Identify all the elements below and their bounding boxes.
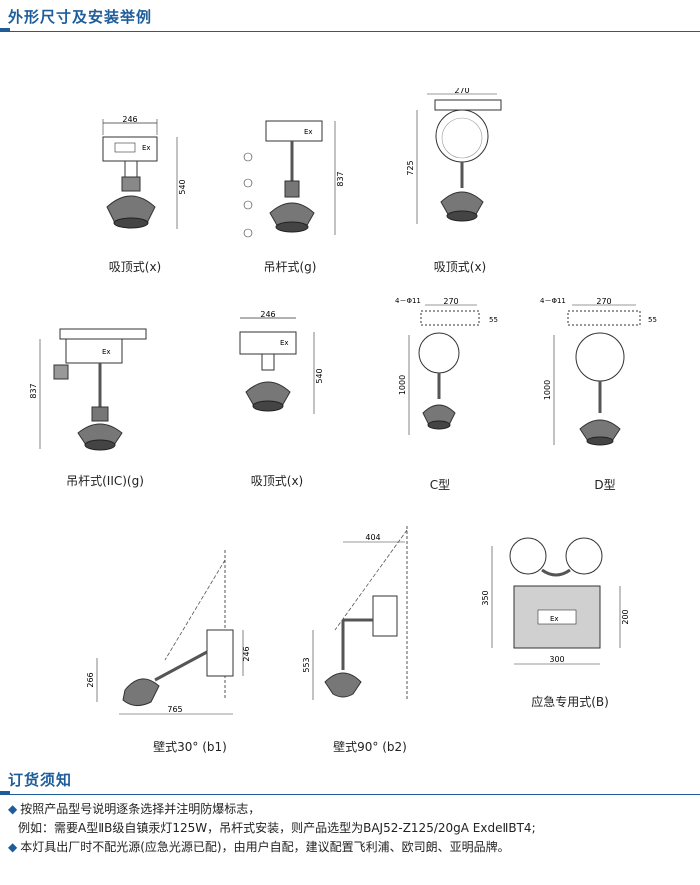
bullet-icon: ◆ bbox=[8, 802, 18, 816]
dim-height: 837 bbox=[336, 171, 345, 186]
dim-top: 55 bbox=[489, 316, 498, 324]
dim-height: 1000 bbox=[398, 375, 407, 395]
order-notes: ◆按照产品型号说明逐条选择并注明防爆标志， 例如：需要A型ⅡB级自镇汞灯125W… bbox=[8, 800, 698, 857]
ex-label: Ex bbox=[304, 128, 313, 136]
figure-emergency: Ex 350 200 300 bbox=[480, 530, 640, 680]
section-accent bbox=[0, 791, 10, 795]
dim-b: 266 bbox=[86, 672, 95, 687]
figure-caption: 吸顶式(x) bbox=[433, 260, 487, 274]
figure-caption: C型 bbox=[429, 478, 451, 492]
section-header-dimensions: 外形尺寸及安装举例 bbox=[0, 0, 700, 32]
dim-width: 246 bbox=[260, 310, 275, 319]
bullet-icon: ◆ bbox=[8, 840, 18, 854]
dim-hole: 4－Φ11 bbox=[395, 297, 421, 305]
dim-height: 837 bbox=[30, 383, 38, 398]
lamp-drawing: Ex 837 bbox=[30, 328, 147, 451]
figure-ceiling-mount-3: 246 Ex 540 bbox=[222, 310, 332, 440]
note-line: ◆按照产品型号说明逐条选择并注明防爆标志， bbox=[8, 800, 698, 819]
dim-top: 55 bbox=[648, 316, 657, 324]
dim-a: 246 bbox=[242, 646, 251, 661]
section-accent bbox=[0, 28, 10, 32]
dim-hole: 4－Φ11 bbox=[540, 297, 566, 305]
lamp-drawing: Ex 837 bbox=[243, 120, 345, 238]
ex-label: Ex bbox=[280, 339, 289, 347]
dim-b: 553 bbox=[302, 657, 311, 672]
figure-caption: D型 bbox=[594, 478, 616, 492]
note-line: 例如：需要A型ⅡB级自镇汞灯125W，吊杆式安装，则产品选型为BAJ52-Z12… bbox=[8, 819, 698, 838]
dim-width: 270 bbox=[596, 297, 611, 306]
figure-wall-30: 246 266 765 bbox=[75, 540, 255, 720]
lamp-drawing: Ex 350 200 300 bbox=[481, 537, 630, 665]
dim-height: 1000 bbox=[543, 380, 552, 400]
figure-d-type: 4－Φ11 270 55 1000 bbox=[540, 295, 670, 455]
section-title: 外形尺寸及安装举例 bbox=[8, 8, 153, 26]
dim-c: 765 bbox=[167, 705, 182, 714]
figure-caption: 应急专用式(B) bbox=[531, 695, 609, 709]
figure-wall-90: 404 553 bbox=[295, 520, 425, 710]
note-line: ◆本灯具出厂时不配光源(应急光源已配)，由用户自配，建议配置飞利浦、欧司朗、亚明… bbox=[8, 838, 698, 857]
section-rule bbox=[0, 794, 700, 795]
lamp-drawing: 4－Φ11 270 55 1000 bbox=[395, 297, 498, 435]
ex-label: Ex bbox=[142, 144, 151, 152]
dim-a: 350 bbox=[481, 590, 490, 605]
dim-b: 200 bbox=[621, 609, 630, 624]
dim-height: 540 bbox=[315, 368, 324, 383]
lamp-drawing: 246 266 765 bbox=[86, 550, 251, 715]
figure-ceiling-mount-1: 246 Ex 540 bbox=[85, 115, 195, 245]
dim-c: 300 bbox=[549, 655, 564, 664]
lamp-drawing: 404 553 bbox=[302, 526, 408, 700]
section-header-order: 订货须知 bbox=[0, 763, 700, 795]
figure-pendant-iic: Ex 837 bbox=[30, 325, 160, 455]
figure-caption: 吊杆式(g) bbox=[263, 260, 317, 274]
dim-width: 270 bbox=[443, 297, 458, 306]
note-text: 例如：需要A型ⅡB级自镇汞灯125W，吊杆式安装，则产品选型为BAJ52-Z12… bbox=[18, 821, 536, 835]
figure-caption: 吸顶式(x) bbox=[108, 260, 162, 274]
figure-ceiling-mount-2: 270 725 bbox=[405, 88, 520, 238]
dim-height: 540 bbox=[178, 179, 187, 194]
figure-caption: 吸顶式(x) bbox=[250, 474, 304, 488]
ex-label: Ex bbox=[102, 348, 111, 356]
note-text: 按照产品型号说明逐条选择并注明防爆标志， bbox=[20, 802, 261, 816]
figure-caption: 壁式90° (b2) bbox=[333, 740, 407, 754]
figure-pendant-1: Ex 837 bbox=[240, 115, 350, 245]
lamp-drawing: 270 725 bbox=[406, 88, 502, 224]
figure-caption: 吊杆式(IIC)(g) bbox=[66, 474, 144, 488]
dim-a: 404 bbox=[365, 533, 380, 542]
section-rule bbox=[0, 31, 700, 32]
note-text: 本灯具出厂时不配光源(应急光源已配)，由用户自配，建议配置飞利浦、欧司朗、亚明品… bbox=[20, 840, 510, 854]
dim-height: 725 bbox=[406, 160, 415, 175]
lamp-drawing: 4－Φ11 270 55 1000 bbox=[540, 297, 657, 446]
figure-caption: 壁式30° (b1) bbox=[153, 740, 227, 754]
dim-width: 270 bbox=[454, 88, 469, 95]
figure-c-type: 4－Φ11 270 55 1000 bbox=[395, 295, 505, 445]
lamp-drawing: 246 Ex 540 bbox=[102, 115, 187, 229]
dim-width: 246 bbox=[122, 115, 137, 124]
ex-label: Ex bbox=[550, 615, 559, 623]
lamp-drawing: 246 Ex 540 bbox=[239, 310, 324, 414]
section-title: 订货须知 bbox=[8, 771, 73, 789]
